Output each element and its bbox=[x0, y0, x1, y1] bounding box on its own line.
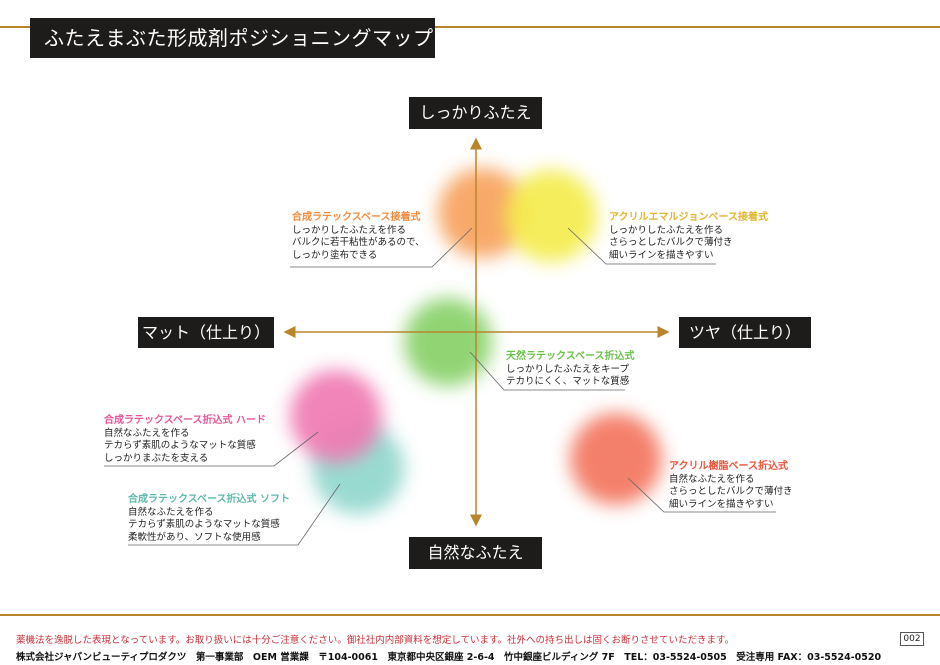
desc-line: しっかりまぶたを支える bbox=[104, 452, 209, 464]
desc-acrylic-resin-fold: アクリル樹脂ベース折込式 自然なふたえを作る さらっとしたバルクで薄付き 細いラ… bbox=[669, 461, 849, 511]
desc-synthetic-latex-fold-soft: 合成ラテックスベース折込式 ソフト 自然なふたえを作る テカらず素肌のようなマッ… bbox=[128, 494, 328, 544]
desc-synthetic-latex-adhesive: 合成ラテックスベース接着式 しっかりしたふたえを作る バルクに若干粘性があるので… bbox=[292, 212, 452, 262]
desc-line: しっかりしたふたえを作る bbox=[292, 224, 407, 236]
desc-line: 細いラインを描きやすい bbox=[609, 249, 714, 261]
page-number: 002 bbox=[900, 632, 924, 646]
desc-heading: 合成ラテックスベース折込式 ソフト bbox=[128, 494, 290, 505]
axis-label-right: ツヤ（仕上り） bbox=[679, 317, 811, 348]
axis-label-left: マット（仕上り） bbox=[138, 317, 274, 348]
desc-heading: 合成ラテックスベース接着式 bbox=[292, 212, 421, 223]
desc-heading: アクリル樹脂ベース折込式 bbox=[669, 461, 788, 472]
footer-company: 株式会社ジャパンビューティプロダクツ 第一事業部 OEM 営業課 〒104-00… bbox=[16, 652, 882, 663]
desc-line: テカりにくく、マットな質感 bbox=[506, 376, 630, 387]
desc-line: しっかり塗布できる bbox=[292, 249, 378, 261]
desc-heading: 合成ラテックスベース折込式 ハード bbox=[104, 415, 266, 426]
footer-notice: 薬機法を逸脱した表現となっています。お取り扱いには十分ご注意ください。御社社内内… bbox=[16, 635, 735, 646]
desc-synthetic-latex-fold-hard: 合成ラテックスベース折込式 ハード 自然なふたえを作る テカらず素肌のようなマッ… bbox=[104, 415, 304, 465]
desc-heading: アクリルエマルジョンベース接着式 bbox=[609, 212, 768, 223]
desc-line: 自然なふたえを作る bbox=[669, 473, 755, 485]
desc-line: テカらず素肌のようなマットな質感 bbox=[128, 519, 280, 530]
leader-acrylic-emulsion-adhesive bbox=[567, 227, 716, 265]
desc-line: 柔軟性があり、ソフトな使用感 bbox=[128, 531, 261, 543]
blob-acrylic-resin-fold bbox=[570, 413, 662, 505]
desc-line: しっかりしたふたえをキープ bbox=[506, 363, 629, 375]
leader-synthetic-latex-fold-soft bbox=[128, 483, 341, 546]
footer-rule bbox=[0, 614, 940, 616]
header-rule-right bbox=[435, 26, 940, 28]
leader-synthetic-latex-adhesive bbox=[290, 227, 473, 268]
desc-line: さらっとしたバルクで薄付き bbox=[609, 237, 733, 248]
desc-line: さらっとしたバルクで薄付き bbox=[669, 486, 793, 497]
desc-line: テカらず素肌のようなマットな質感 bbox=[104, 440, 256, 451]
axis-label-top: しっかりふたえ bbox=[409, 97, 542, 129]
axis-label-bottom: 自然なふたえ bbox=[409, 537, 542, 569]
desc-line: 細いラインを描きやすい bbox=[669, 498, 774, 510]
blob-synthetic-latex-fold-hard bbox=[290, 370, 382, 462]
desc-acrylic-emulsion-adhesive: アクリルエマルジョンベース接着式 しっかりしたふたえを作る さらっとしたバルクで… bbox=[609, 212, 809, 262]
leader-natural-latex-fold bbox=[469, 351, 625, 391]
desc-heading: 天然ラテックスベース折込式 bbox=[506, 351, 635, 362]
desc-line: 自然なふたえを作る bbox=[104, 427, 190, 439]
header-rule-left bbox=[0, 26, 30, 28]
leader-acrylic-resin-fold bbox=[627, 477, 776, 513]
desc-line: バルクに若干粘性があるので、 bbox=[292, 237, 425, 248]
page-title: ふたえまぶた形成剤ポジショニングマップ bbox=[30, 18, 435, 58]
blob-acrylic-emulsion-adhesive bbox=[505, 170, 597, 262]
blob-natural-latex-fold bbox=[404, 298, 492, 386]
desc-line: 自然なふたえを作る bbox=[128, 506, 214, 518]
desc-natural-latex-fold: 天然ラテックスベース折込式 しっかりしたふたえをキープ テカりにくく、マットな質… bbox=[506, 351, 686, 389]
leader-synthetic-latex-fold-hard bbox=[104, 431, 319, 467]
desc-line: しっかりしたふたえを作る bbox=[609, 224, 724, 236]
